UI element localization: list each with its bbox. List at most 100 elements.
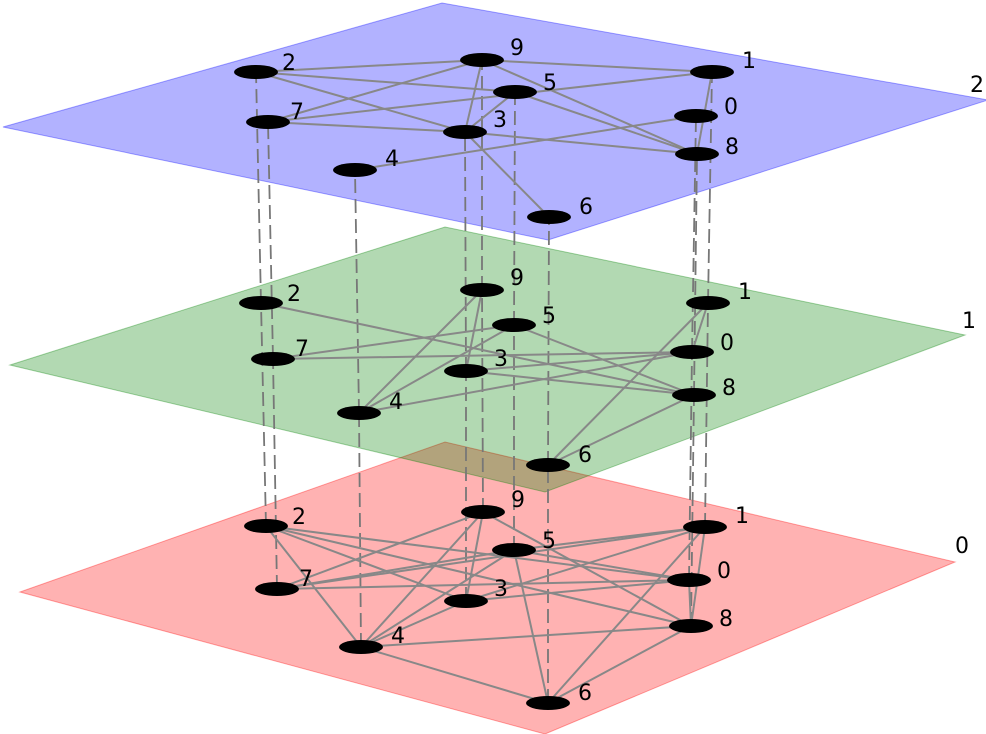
node-label-0-7: 7 bbox=[299, 567, 313, 592]
node-label-1-2: 2 bbox=[287, 282, 301, 307]
edge-1-0-4 bbox=[358, 351, 693, 414]
node-label-1-9: 9 bbox=[510, 266, 524, 291]
node-1-4 bbox=[337, 406, 381, 420]
node-label-2-1: 1 bbox=[742, 49, 756, 74]
edge-1-8-6 bbox=[547, 394, 695, 466]
edge-0-3-4 bbox=[360, 600, 467, 648]
node-2-9 bbox=[460, 53, 504, 67]
network-nodes bbox=[234, 53, 734, 710]
edge-0-2-8 bbox=[265, 525, 692, 627]
edge-1-1-0 bbox=[691, 302, 709, 353]
node-label-2-4: 4 bbox=[385, 147, 399, 172]
interlayer-link-1-0-1 bbox=[704, 302, 709, 528]
edge-0-7-1 bbox=[276, 526, 706, 590]
edge-2-7-3 bbox=[267, 121, 466, 133]
node-2-5 bbox=[493, 85, 537, 99]
node-label-0-4: 4 bbox=[391, 624, 405, 649]
edge-2-9-8 bbox=[481, 59, 698, 155]
node-2-1 bbox=[690, 65, 734, 79]
edge-1-5-4 bbox=[358, 324, 515, 414]
layer-plane-2 bbox=[2, 2, 986, 241]
edge-2-2-3 bbox=[255, 71, 466, 133]
interlayer-link-4-1-2 bbox=[354, 169, 360, 414]
node-label-2-0: 0 bbox=[724, 95, 738, 120]
node-label-1-4: 4 bbox=[389, 390, 403, 415]
node-0-8 bbox=[669, 619, 713, 633]
node-2-3 bbox=[443, 125, 487, 139]
node-2-6 bbox=[527, 210, 571, 224]
node-label-1-0: 0 bbox=[720, 331, 734, 356]
node-1-2 bbox=[239, 296, 283, 310]
edge-0-8-6 bbox=[547, 625, 692, 704]
node-0-6 bbox=[526, 696, 570, 710]
interlayer-link-7-0-1 bbox=[272, 358, 278, 590]
node-0-1 bbox=[683, 520, 727, 534]
node-1-6 bbox=[526, 458, 570, 472]
layer-plane-1 bbox=[8, 226, 967, 493]
edge-0-7-0 bbox=[276, 579, 690, 590]
edge-1-7-0 bbox=[272, 351, 693, 360]
edge-2-5-3 bbox=[464, 91, 516, 133]
edge-0-5-0 bbox=[513, 549, 690, 581]
node-0-7 bbox=[255, 582, 299, 596]
node-label-1-1: 1 bbox=[738, 280, 752, 305]
edge-2-7-1 bbox=[267, 71, 713, 123]
interlayer-link-2-0-1 bbox=[260, 302, 267, 527]
edge-1-2-8 bbox=[260, 302, 695, 396]
edge-0-2-3 bbox=[265, 525, 467, 602]
node-0-5 bbox=[492, 543, 536, 557]
node-label-0-0: 0 bbox=[717, 559, 731, 584]
node-0-2 bbox=[244, 519, 288, 533]
edge-2-9-3 bbox=[464, 59, 483, 133]
node-label-2-7: 7 bbox=[290, 100, 304, 125]
intralayer-edges bbox=[255, 59, 713, 704]
node-0-9 bbox=[461, 505, 505, 519]
node-0-0 bbox=[667, 573, 711, 587]
node-1-8 bbox=[672, 388, 716, 402]
edge-0-9-3 bbox=[465, 511, 484, 602]
layer-label-2: 2 bbox=[970, 73, 984, 98]
node-2-8 bbox=[675, 147, 719, 161]
edge-1-9-4 bbox=[358, 289, 483, 414]
node-label-1-6: 6 bbox=[578, 443, 592, 468]
edge-0-2-0 bbox=[265, 525, 690, 581]
node-label-0-6: 6 bbox=[578, 681, 592, 706]
edge-0-5-4 bbox=[360, 549, 515, 648]
node-0-4 bbox=[339, 640, 383, 654]
node-1-0 bbox=[670, 345, 714, 359]
edge-2-3-8 bbox=[464, 131, 698, 155]
node-1-3 bbox=[444, 364, 488, 378]
layer-label-0: 0 bbox=[955, 534, 969, 559]
node-label-2-3: 3 bbox=[493, 108, 507, 133]
edge-2-2-5 bbox=[255, 71, 516, 93]
node-2-7 bbox=[246, 115, 290, 129]
node-2-4 bbox=[333, 163, 377, 177]
interlayer-link-1-1-2 bbox=[707, 71, 713, 304]
node-label-2-8: 8 bbox=[725, 135, 739, 160]
edge-1-9-3 bbox=[465, 289, 483, 372]
node-1-7 bbox=[251, 352, 295, 366]
edge-2-3-6 bbox=[464, 131, 550, 218]
edge-0-4-6 bbox=[360, 646, 549, 704]
node-label-2-6: 6 bbox=[579, 195, 593, 220]
node-label-1-8: 8 bbox=[722, 376, 736, 401]
node-label-1-7: 7 bbox=[295, 337, 309, 362]
layer-label-1: 1 bbox=[962, 309, 976, 334]
edge-2-5-8 bbox=[514, 91, 698, 155]
node-1-1 bbox=[686, 296, 730, 310]
edge-1-1-6 bbox=[547, 302, 709, 466]
edge-0-5-1 bbox=[513, 526, 706, 551]
edge-2-9-1 bbox=[481, 59, 713, 73]
edge-0-0-8 bbox=[688, 579, 692, 627]
node-2-0 bbox=[674, 109, 718, 123]
node-label-0-5: 5 bbox=[542, 529, 556, 554]
edge-0-5-6 bbox=[513, 549, 549, 704]
node-label-1-5: 5 bbox=[542, 304, 556, 329]
edge-2-7-9 bbox=[267, 59, 483, 123]
node-label-0-9: 9 bbox=[511, 488, 525, 513]
edge-0-9-8 bbox=[482, 511, 692, 627]
edge-1-3-8 bbox=[465, 370, 695, 396]
edge-2-2-9 bbox=[255, 59, 483, 73]
